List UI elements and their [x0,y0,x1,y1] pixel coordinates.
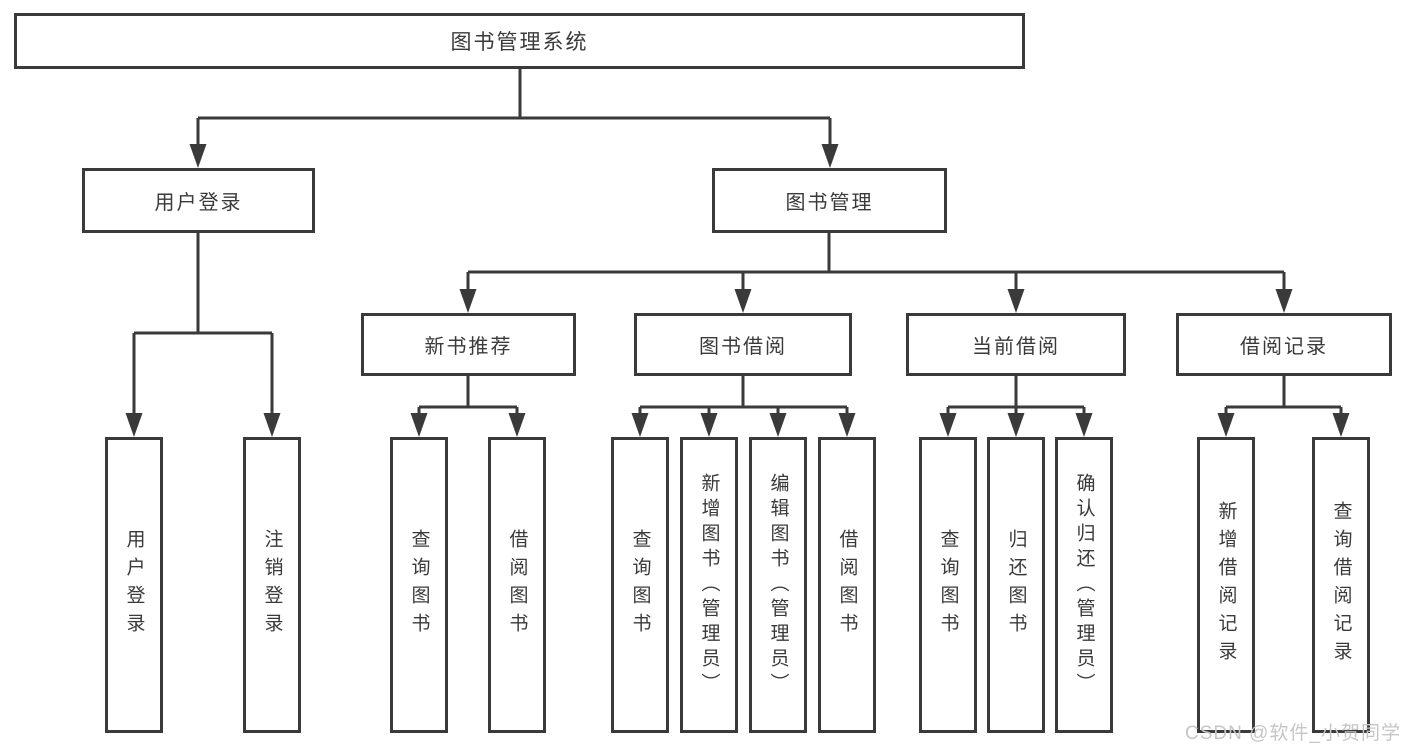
leaf-edit-book-admin: 编辑图书（管理员） [749,437,807,733]
connector-newbooks-to-leaves [410,376,526,437]
node-current-borrowing: 当前借阅 [906,313,1126,376]
node-book-borrowing: 图书借阅 [634,313,852,376]
node-new-book-recommend: 新书推荐 [361,313,576,376]
leaf-user-login: 用户登录 [105,437,163,733]
node-root-system: 图书管理系统 [14,13,1025,69]
connector-borrowing-to-leaves [631,376,856,437]
connector-login-to-leaves [125,233,281,437]
leaf-query-books-borrowing: 查询图书 [611,437,669,733]
leaf-query-books-current: 查询图书 [919,437,977,733]
connector-root-to-level2 [189,69,839,168]
connector-management-to-level3 [459,233,1293,313]
connector-records-to-leaves [1217,376,1350,437]
leaf-confirm-return-admin: 确认归还（管理员） [1055,437,1113,733]
leaf-logout-login: 注销登录 [243,437,301,733]
leaf-return-books: 归还图书 [987,437,1045,733]
leaf-add-borrow-record: 新增借阅记录 [1197,437,1255,733]
leaf-borrow-books-borrowing: 借阅图书 [818,437,876,733]
leaf-add-book-admin: 新增图书（管理员） [680,437,738,733]
node-user-login: 用户登录 [82,168,315,233]
leaf-query-borrow-record: 查询借阅记录 [1312,437,1370,733]
csdn-watermark: CSDN @软件_小贺同学 [1185,723,1401,744]
node-book-management: 图书管理 [712,168,947,233]
connector-current-to-leaves [939,376,1093,437]
leaf-borrow-books-newbooks: 借阅图书 [488,437,546,733]
leaf-query-books-newbooks: 查询图书 [390,437,448,733]
node-borrow-records: 借阅记录 [1176,313,1392,376]
